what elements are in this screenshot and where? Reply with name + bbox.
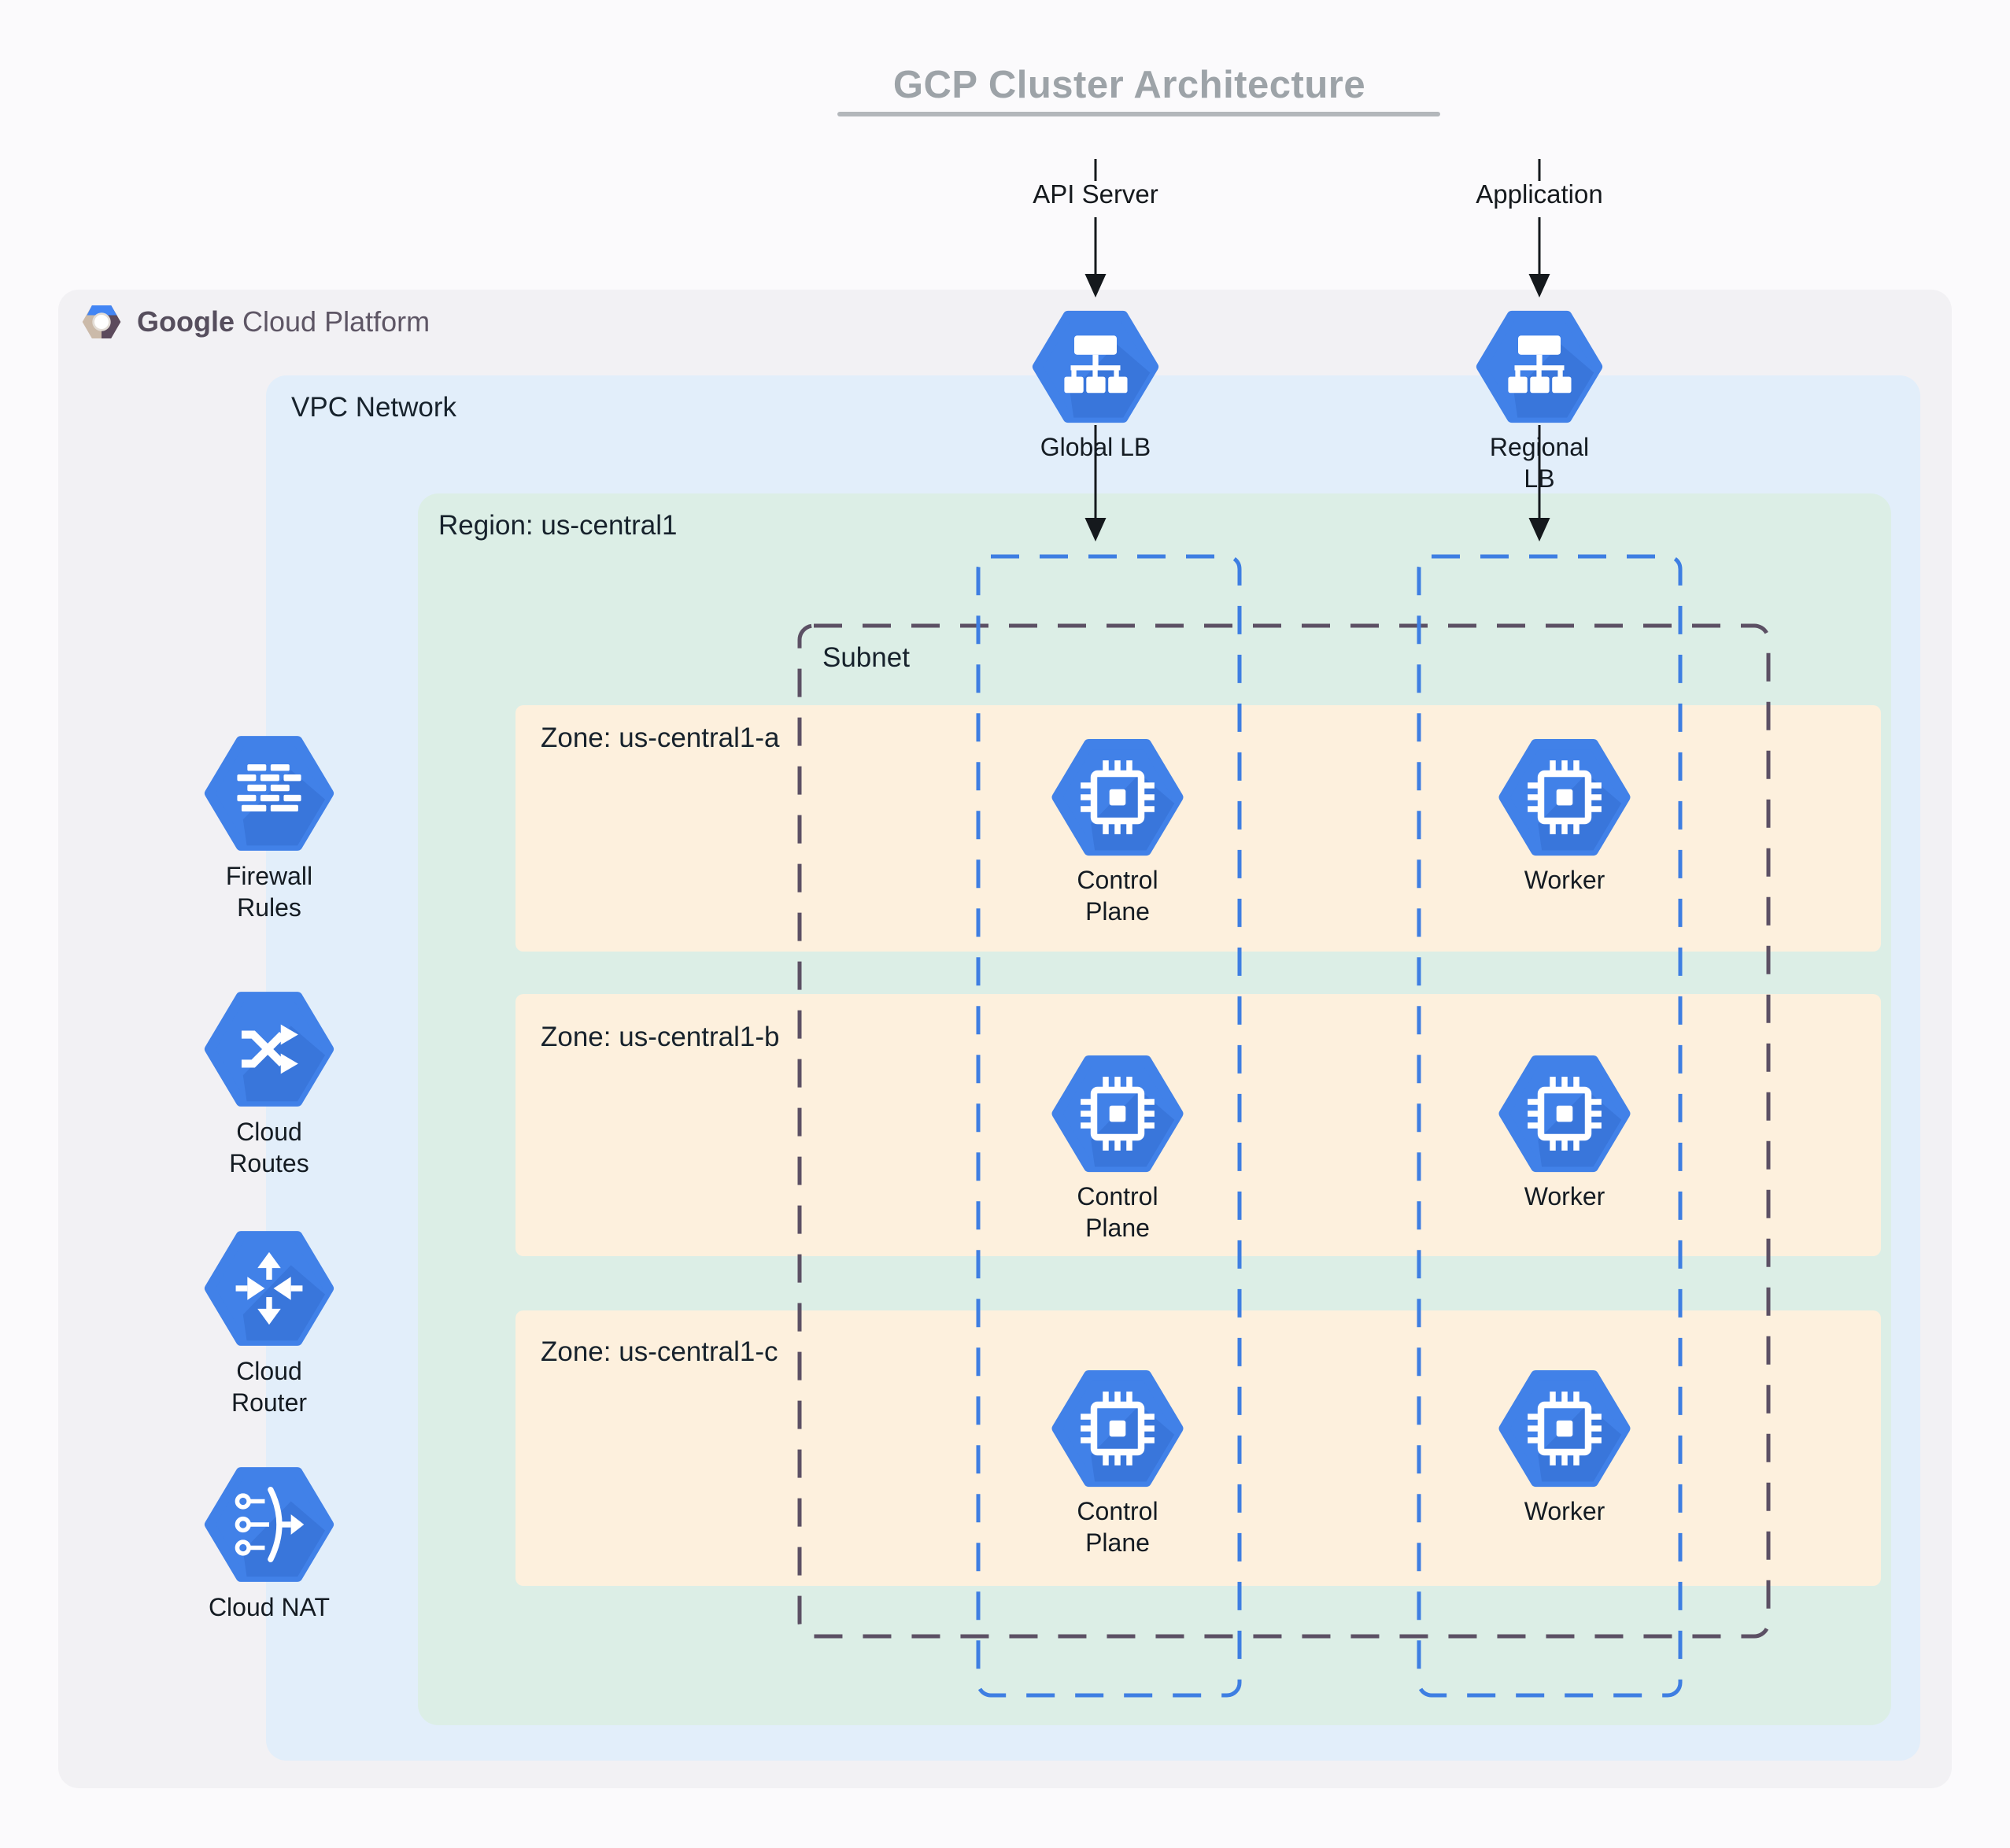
gcp-hexagon-logo-icon xyxy=(82,305,121,338)
control-plane-label-line2: Plane xyxy=(1085,1214,1150,1242)
cloud-routes-label-line2: Routes xyxy=(229,1149,309,1177)
subnet-dashed-border xyxy=(797,623,1771,1639)
subnet-label: Subnet xyxy=(822,642,910,673)
application-label: Application xyxy=(1476,179,1603,209)
chip-icon xyxy=(1051,1055,1184,1173)
control-plane-label-line1: Control xyxy=(1077,866,1158,894)
api-server-label: API Server xyxy=(1033,179,1158,209)
zone-a-container xyxy=(515,705,1881,952)
load-balancer-icon xyxy=(1476,310,1603,423)
control-plane-label-line1: Control xyxy=(1077,1497,1158,1525)
zone-a-label: Zone: us-central1-a xyxy=(541,723,780,753)
region-label: Region: us-central1 xyxy=(438,510,678,541)
cloud-router-label-line2: Router xyxy=(231,1388,308,1417)
cloud-routes-label-line1: Cloud xyxy=(236,1118,302,1146)
chip-icon xyxy=(1498,738,1631,856)
regional-lb-label-line1: Regional xyxy=(1489,433,1590,461)
cloud-nat-label: Cloud NAT xyxy=(208,1593,331,1621)
load-balancer-icon xyxy=(1032,310,1159,423)
worker-node-zone-b: Worker xyxy=(1454,1055,1675,1212)
cloud-router-label-line1: Cloud xyxy=(236,1357,302,1385)
control-plane-group-dashed-border xyxy=(976,554,1242,1698)
title-underline xyxy=(837,112,1440,116)
worker-group-dashed-border xyxy=(1417,554,1683,1698)
firewall-rules-label-line2: Rules xyxy=(237,893,301,922)
nat-icon xyxy=(204,1465,334,1584)
regional-lb-label-line2: LB xyxy=(1524,464,1555,493)
chip-icon xyxy=(1498,1055,1631,1173)
worker-label: Worker xyxy=(1524,1182,1605,1210)
vpc-network-label: VPC Network xyxy=(291,392,457,423)
control-plane-label-line2: Plane xyxy=(1085,1528,1150,1557)
firewall-icon xyxy=(204,734,334,852)
control-plane-label-line1: Control xyxy=(1077,1182,1158,1210)
chip-icon xyxy=(1051,738,1184,856)
global-lb-node: Global LB xyxy=(985,310,1206,463)
worker-label: Worker xyxy=(1524,1497,1605,1525)
page-title: GCP Cluster Architecture xyxy=(892,64,1366,106)
zone-c-container xyxy=(515,1310,1881,1586)
chip-icon xyxy=(1051,1369,1184,1488)
zone-c-label: Zone: us-central1-c xyxy=(541,1336,778,1367)
zone-b-label: Zone: us-central1-b xyxy=(541,1022,780,1052)
firewall-rules-label-line1: Firewall xyxy=(225,862,313,890)
router-arrows-icon xyxy=(204,1229,334,1347)
cloud-nat-node: Cloud NAT xyxy=(159,1465,379,1623)
global-lb-label: Global LB xyxy=(1040,433,1151,461)
control-plane-label-line2: Plane xyxy=(1085,897,1150,926)
shuffle-routes-icon xyxy=(204,990,334,1108)
gcp-logo-product: Cloud Platform xyxy=(242,305,430,338)
chip-icon xyxy=(1498,1369,1631,1488)
worker-node-zone-a: Worker xyxy=(1454,738,1675,896)
worker-label: Worker xyxy=(1524,866,1605,894)
gcp-logo-brand: Google xyxy=(137,305,235,338)
zone-b-container xyxy=(515,994,1881,1256)
worker-node-zone-c: Worker xyxy=(1454,1369,1675,1527)
